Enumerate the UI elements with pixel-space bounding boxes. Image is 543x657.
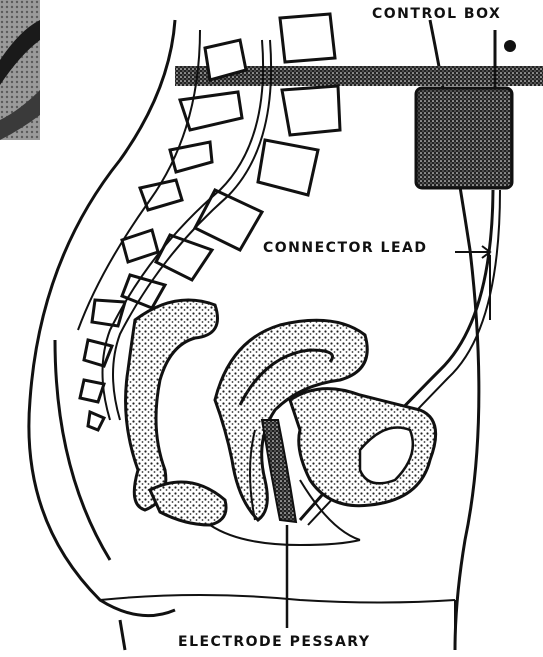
photo-fragment — [0, 0, 40, 140]
rectum — [126, 300, 226, 525]
connector-lead-label: CONNECTOR LEAD — [263, 240, 428, 256]
body-outline — [29, 20, 479, 650]
control-box-label: CONTROL BOX — [372, 6, 501, 22]
bladder — [290, 389, 436, 540]
electrode-pessary-label: ELECTRODE PESSARY — [178, 634, 370, 650]
pelvic-floor — [100, 525, 455, 650]
control-box — [416, 30, 516, 188]
